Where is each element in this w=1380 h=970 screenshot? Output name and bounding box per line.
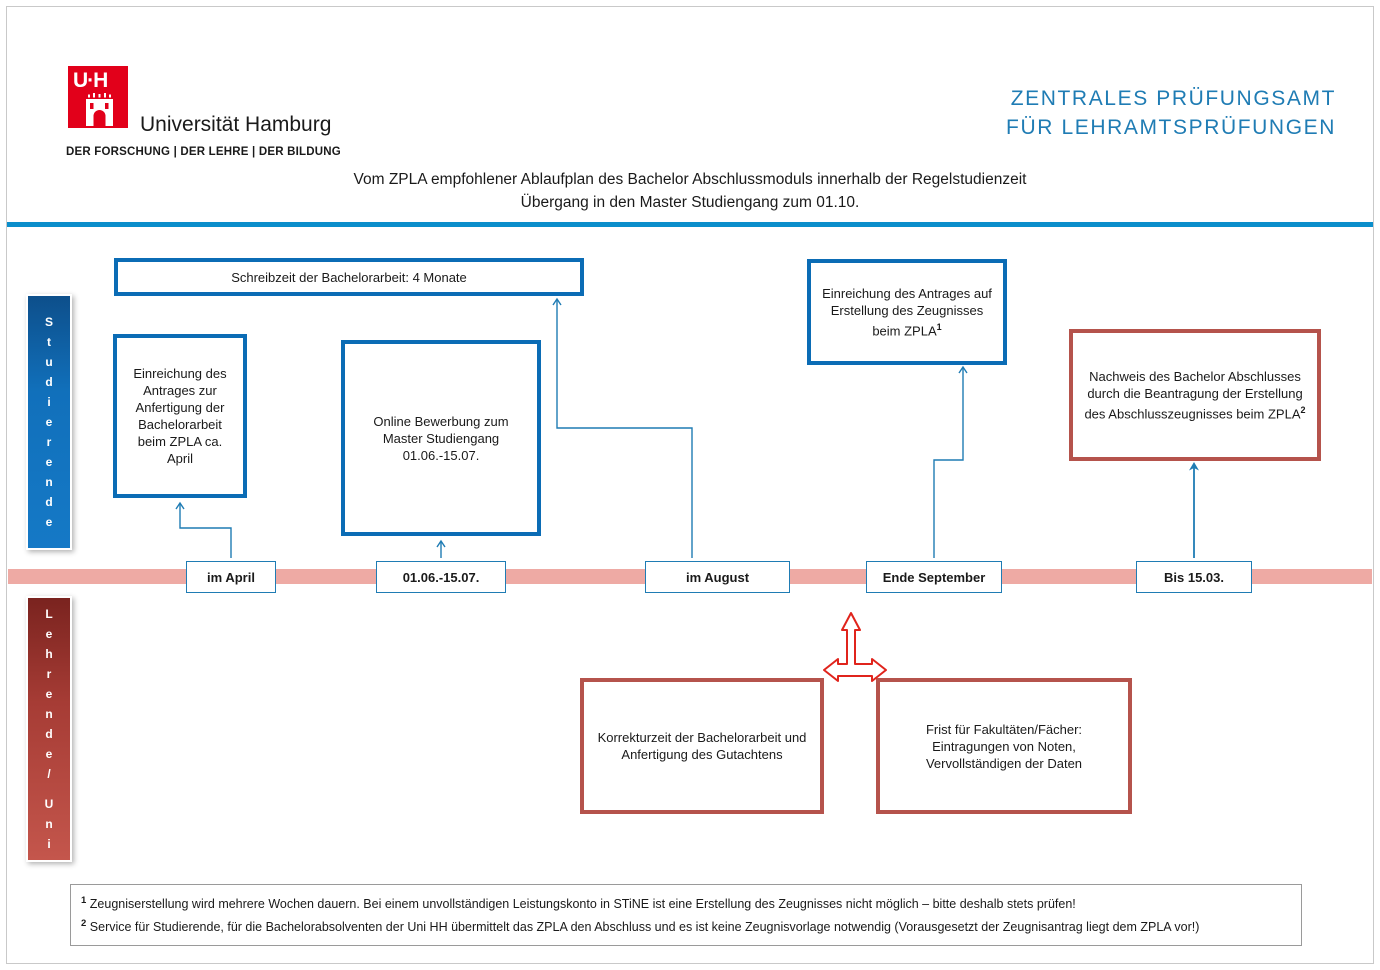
process-box-antrag-anfertigung[interactable]: Einreichung des Antrages zur Anfertigung… — [113, 334, 247, 498]
process-box-label: Frist für Fakultäten/Fächer: Eintragunge… — [888, 721, 1120, 772]
process-box-text: Einreichung des Antrages zur Anfertigung… — [133, 366, 227, 466]
page-title: Vom ZPLA empfohlener Ablaufplan des Bach… — [0, 168, 1380, 214]
timeline-node[interactable]: Bis 15.03. — [1136, 561, 1252, 593]
office-title-line2: FÜR LEHRAMTSPRÜFUNGEN — [1006, 116, 1336, 139]
footnote-1-text: Zeugniserstellung wird mehrere Wochen da… — [89, 897, 1076, 912]
university-name: Universität Hamburg — [140, 113, 332, 136]
process-box-korrekturzeit[interactable]: Korrekturzeit der Bachelorarbeit und Anf… — [580, 678, 824, 814]
footnote-1-marker: 1 — [81, 895, 87, 906]
process-box-label: Einreichung des Antrages zur Anfertigung… — [125, 365, 235, 467]
timeline-node-label: im April — [207, 569, 255, 585]
process-box-text: Nachweis des Bachelor Abschlusses durch … — [1084, 368, 1303, 422]
process-box-label: Online Bewerbung zum Master Studiengang … — [353, 413, 529, 464]
timeline-node[interactable]: im April — [186, 561, 276, 593]
process-box-label: Nachweis des Bachelor Abschlusses durch … — [1081, 368, 1309, 422]
process-box-text: Einreichung des Antrages auf Erstellung … — [822, 285, 992, 339]
uhh-logo-letters: U·H — [73, 69, 108, 92]
footnote-1: 1 Zeugniserstellung wird mehrere Wochen … — [81, 891, 1291, 914]
page-title-line2: Übergang in den Master Studiengang zum 0… — [520, 194, 860, 211]
timeline-node[interactable]: 01.06.-15.07. — [376, 561, 506, 593]
process-box-text: Online Bewerbung zum Master Studiengang … — [373, 413, 509, 463]
hamburg-gate-icon — [86, 93, 113, 126]
process-box-frist-fakultaeten[interactable]: Frist für Fakultäten/Fächer: Eintragunge… — [876, 678, 1132, 814]
process-box-label: Schreibzeit der Bachelorarbeit: 4 Monate — [231, 269, 467, 286]
process-box-text: Korrekturzeit der Bachelorarbeit und Anf… — [597, 730, 807, 762]
office-title-line1: ZENTRALES PRÜFUNGSAMT — [1010, 87, 1336, 110]
page-title-line1: Vom ZPLA empfohlener Ablaufplan des Bach… — [353, 171, 1027, 188]
process-box-text: Frist für Fakultäten/Fächer: Eintragunge… — [925, 721, 1083, 771]
footnote-2-marker: 2 — [81, 918, 87, 930]
timeline-node-label: Ende September — [882, 569, 986, 585]
university-claim: DER FORSCHUNG | DER LEHRE | DER BILDUNG — [66, 146, 341, 158]
process-box-footnote-marker: 1 — [936, 321, 942, 332]
footnote-2-text: Service für Studierende, für die Bachelo… — [89, 920, 1200, 935]
timeline-node[interactable]: im August — [645, 561, 790, 593]
process-box-text: Schreibzeit der Bachelorarbeit: 4 Monate — [231, 269, 467, 285]
uhh-logo: U·H — [68, 66, 128, 128]
process-box-label: Korrekturzeit der Bachelorarbeit und Anf… — [592, 729, 812, 763]
footnote-block: 1 Zeugniserstellung wird mehrere Wochen … — [70, 884, 1302, 947]
process-box-footnote-marker: 2 — [1300, 404, 1306, 415]
office-title: ZENTRALES PRÜFUNGSAMT FÜR LEHRAMTSPRÜFUN… — [1006, 84, 1336, 142]
footnote-2: 2 Service für Studierende, für die Bache… — [81, 914, 1291, 937]
process-box-label: Einreichung des Antrages auf Erstellung … — [819, 285, 995, 339]
process-box-schreibzeit[interactable]: Schreibzeit der Bachelorarbeit: 4 Monate — [114, 258, 584, 296]
process-box-antrag-zeugnis[interactable]: Einreichung des Antrages auf Erstellung … — [807, 259, 1007, 365]
timeline-node[interactable]: Ende September — [866, 561, 1002, 593]
timeline-node-label: 01.06.-15.07. — [402, 569, 480, 585]
timeline-node-label: Bis 15.03. — [1164, 569, 1224, 585]
process-box-nachweis-bachelor[interactable]: Nachweis des Bachelor Abschlusses durch … — [1069, 329, 1321, 461]
header-divider — [7, 222, 1373, 227]
process-box-online-bewerbung[interactable]: Online Bewerbung zum Master Studiengang … — [341, 340, 541, 536]
page-frame — [6, 6, 1374, 964]
timeline-node-label: im August — [685, 569, 750, 585]
